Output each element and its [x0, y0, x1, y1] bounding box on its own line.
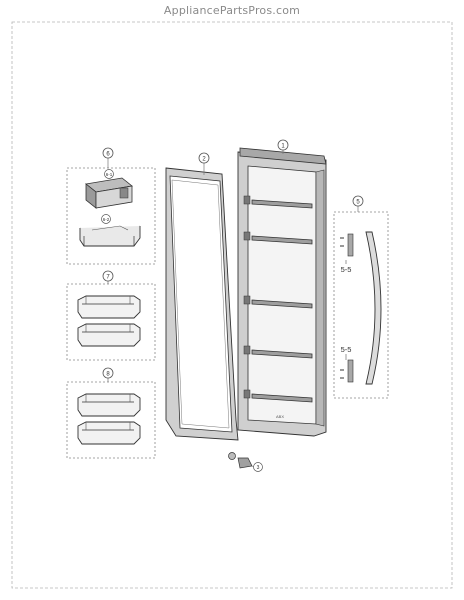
middle-bin-group: 7	[66, 270, 156, 361]
callout-8: 8	[106, 372, 110, 378]
group-frame-8	[66, 381, 156, 459]
door-side-tabs	[243, 195, 251, 399]
lower-bin-group: 8	[66, 367, 156, 459]
page-frame	[11, 21, 453, 589]
callout-circle-1	[277, 139, 289, 151]
callout-6-2: 6-2	[103, 217, 110, 222]
door-bin-8a	[77, 393, 141, 417]
callout-7: 7	[106, 275, 110, 281]
group-frame-6	[66, 167, 156, 265]
callout-circle-3	[253, 462, 263, 472]
bin-guard	[79, 225, 141, 247]
callout-circle-7	[102, 270, 114, 282]
callout-circle-2	[198, 152, 210, 164]
door-bin-8b	[77, 421, 141, 445]
screw-label-lower: 5-5	[341, 345, 352, 354]
door-bin-7b	[77, 323, 141, 347]
callout-circle-5	[352, 195, 364, 207]
callout-2: 2	[202, 157, 206, 163]
group-frame-7	[66, 283, 156, 361]
screw-label-upper: 5-5	[341, 265, 352, 274]
callout-3: 3	[257, 465, 260, 471]
bin-cover	[85, 177, 133, 209]
door-rails	[251, 199, 313, 403]
site-watermark: AppliancePartsPros.com	[163, 4, 301, 17]
callout-circle-6-2	[101, 214, 111, 224]
callout-circle-6	[102, 147, 114, 159]
callout-circle-6-1	[104, 169, 114, 179]
callout-circle-8	[102, 367, 114, 379]
callout-5: 5	[356, 200, 360, 206]
door-gasket	[165, 167, 239, 441]
handle-group: 5 5-5 5-5	[333, 195, 389, 399]
callout-6: 6	[106, 152, 110, 158]
door-assembly: ABX	[237, 147, 327, 437]
handle-bracket-lower	[340, 359, 354, 383]
handle-bracket-upper	[340, 233, 354, 257]
callout-1: 1	[281, 144, 285, 150]
top-bin-group: 6 6-1 6-2	[66, 147, 156, 265]
door-logo: ABX	[276, 414, 284, 419]
lower-hinge	[228, 452, 257, 469]
door-bin-7a	[77, 295, 141, 319]
callout-6-1: 6-1	[106, 172, 113, 177]
door-handle	[365, 231, 382, 385]
